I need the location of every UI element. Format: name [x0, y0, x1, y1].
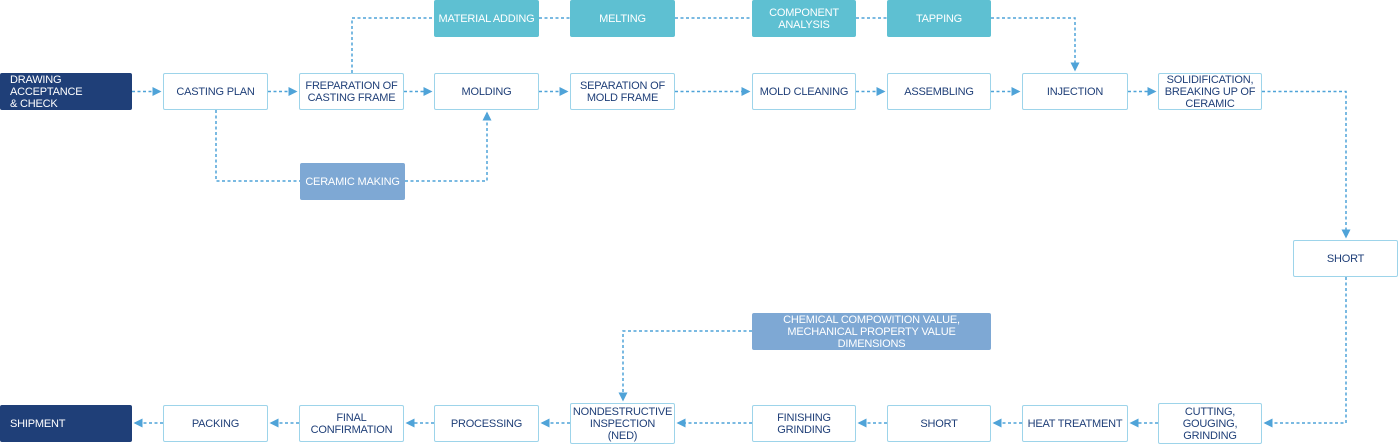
short-right-box: SHORT: [1293, 240, 1398, 277]
component-analysis-box: COMPONENT ANALYSIS: [752, 0, 856, 37]
finishing-grinding-box: FINISHING GRINDING: [752, 405, 856, 442]
nondestructive-inspection-box: NONDESTRUCTIVE INSPECTION (NED): [570, 403, 675, 444]
shipment-box: SHIPMENT: [0, 405, 132, 442]
injection-box: INJECTION: [1022, 73, 1128, 110]
drawing-acceptance-box: DRAWING ACCEPTANCE & CHECK: [0, 73, 132, 110]
tapping-box: TAPPING: [887, 0, 991, 37]
conn-chemical-to-ndi: [618, 330, 752, 402]
conn-casting-to-ceramic: [215, 110, 300, 182]
short-bottom-box: SHORT: [887, 405, 991, 442]
separation-box: SEPARATION OF MOLD FRAME: [570, 73, 675, 110]
material-adding-box: MATERIAL ADDING: [434, 0, 539, 37]
frame-preparation-box: FREPARATION OF CASTING FRAME: [299, 73, 404, 110]
assembling-box: ASSEMBLING: [887, 73, 991, 110]
molding-box: MOLDING: [434, 73, 539, 110]
packing-box: PACKING: [163, 405, 268, 442]
ceramic-making-box: CERAMIC MAKING: [300, 163, 405, 200]
chemical-values-box: CHEMICAL COMPOWITION VALUE, MECHANICAL P…: [752, 313, 991, 350]
casting-plan-box: CASTING PLAN: [163, 73, 268, 110]
conn-solidification-to-short: [1262, 90, 1351, 239]
melting-box: MELTING: [570, 0, 675, 37]
conn-short-to-cutting: [1263, 277, 1347, 428]
conn-tapping-to-injection: [991, 17, 1080, 72]
solidification-box: SOLIDIFICATION, BREAKING UP OF CERAMIC: [1158, 73, 1262, 110]
mold-cleaning-box: MOLD CLEANING: [752, 73, 856, 110]
processing-box: PROCESSING: [434, 405, 539, 442]
final-confirmation-box: FINAL CONFIRMATION: [299, 405, 404, 442]
cutting-gouging-box: CUTTING, GOUGING, GRINDING: [1158, 403, 1262, 444]
conn-ceramic-to-molding: [405, 111, 492, 182]
conn-frame-to-material: [351, 17, 434, 73]
heat-treatment-box: HEAT TREATMENT: [1022, 405, 1128, 442]
